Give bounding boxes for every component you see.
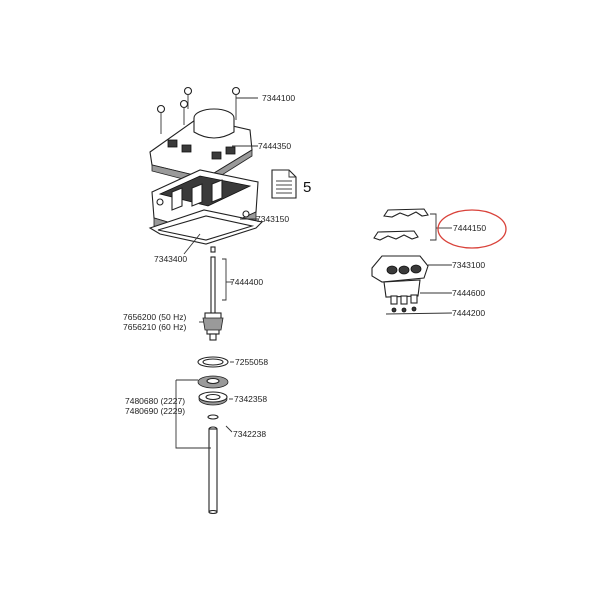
- label-shaft: 7444400: [230, 277, 263, 287]
- label-valve-block: 7343100: [452, 260, 485, 270]
- document-icon: [271, 169, 297, 199]
- seals: [391, 306, 417, 313]
- o-ring: [197, 356, 229, 368]
- clip-bottom: [373, 230, 419, 241]
- label-seals: 7444200: [452, 308, 485, 318]
- label-ring1: 7255058: [235, 357, 268, 367]
- clip-top: [383, 208, 429, 218]
- screws-group: [156, 86, 241, 134]
- screw-2: [231, 86, 241, 120]
- label-screws: 7344100: [262, 93, 295, 103]
- nozzles: [390, 294, 418, 305]
- bearing-disk: [197, 375, 229, 389]
- label-bearing-set: 7480680 (2227) 7480690 (2229): [125, 396, 187, 416]
- small-ring: [207, 414, 219, 420]
- shaft: [210, 246, 216, 316]
- label-ring3: 7342238: [233, 429, 266, 439]
- bearing-ring: [198, 391, 228, 406]
- top-cover: [149, 108, 253, 186]
- label-cover: 7444350: [258, 141, 291, 151]
- label-ring2: 7342358: [234, 394, 267, 404]
- screw-3: [156, 104, 166, 134]
- label-clips: 7444150: [453, 223, 486, 233]
- highlight-circle: [437, 209, 507, 249]
- screw-4: [179, 99, 189, 125]
- document-count: 5: [303, 179, 311, 196]
- screw-1: [183, 86, 193, 109]
- valve-block: [371, 255, 429, 298]
- ceramic-tube: [208, 426, 218, 515]
- label-gasket: 7343400: [154, 254, 187, 264]
- label-housing: 7343150: [256, 214, 289, 224]
- gasket: [148, 209, 264, 245]
- label-rotor: 7656200 (50 Hz) 7656210 (60 Hz): [123, 312, 189, 332]
- label-nozzles: 7444600: [452, 288, 485, 298]
- rotor: [202, 312, 224, 341]
